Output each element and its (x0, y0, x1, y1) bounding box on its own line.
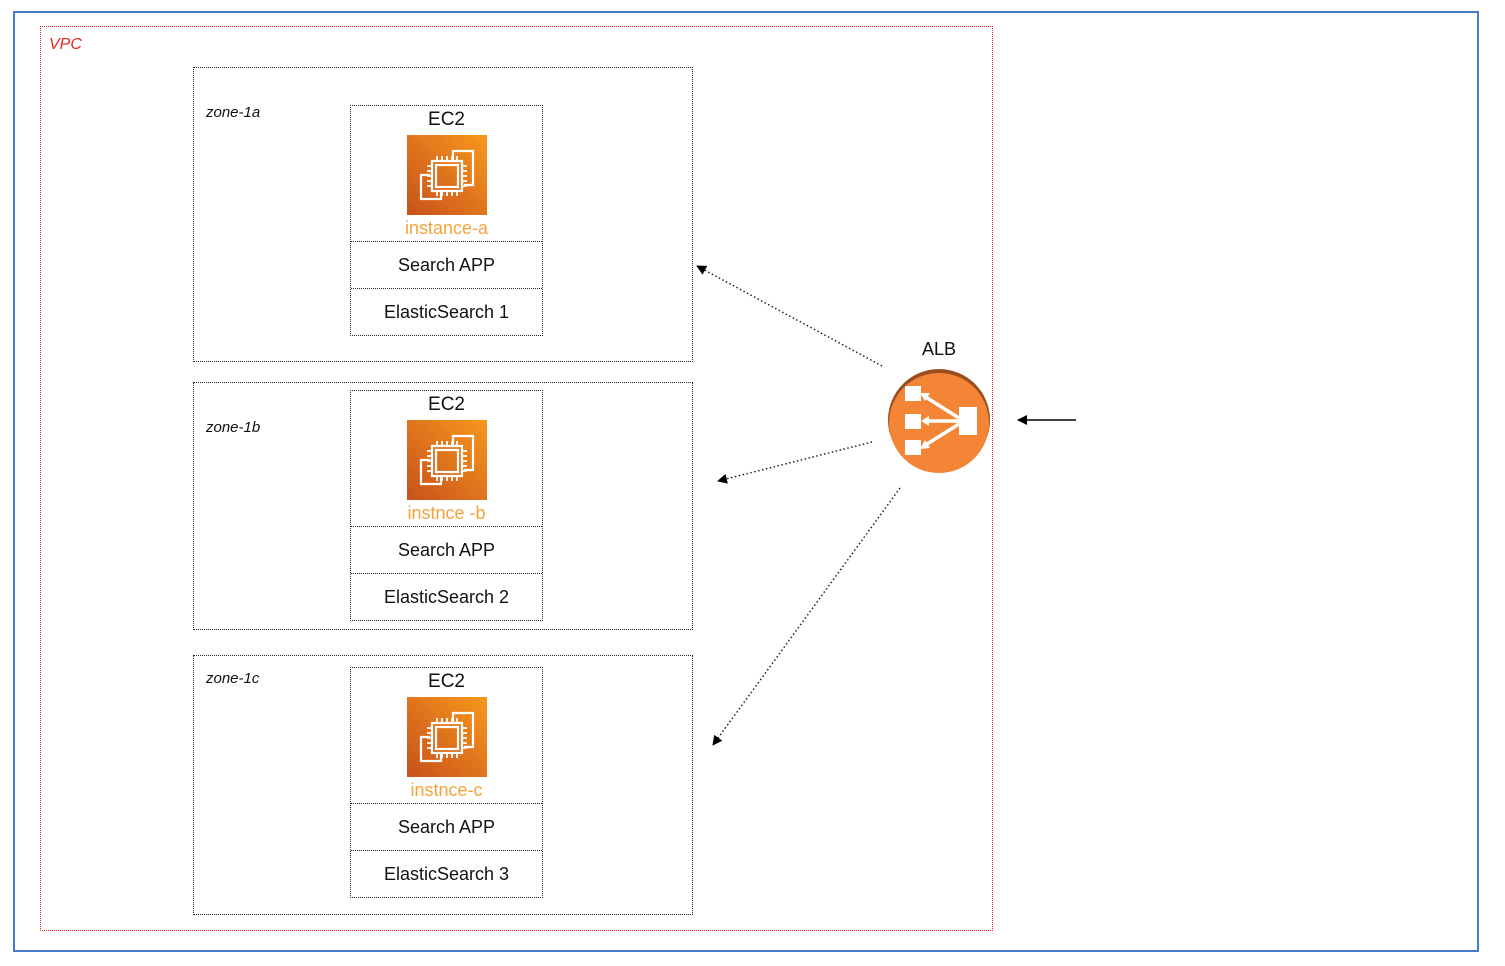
instance-name: instance-a (404, 218, 489, 238)
ec2-title: EC2 (428, 671, 465, 692)
zone-label: zone-1b (206, 419, 261, 436)
arrow-to-zone-1c (712, 487, 901, 746)
ec2-title: EC2 (428, 394, 465, 415)
diagram-frame (13, 11, 1479, 952)
zone-1a: zone-1a EC2 instance-a Search APP Elasti… (193, 67, 693, 362)
alb-label: ALB (922, 339, 957, 359)
search-app-layer: Search APP (351, 241, 542, 288)
instance-name: instnce-c (410, 780, 483, 800)
zone-1b: zone-1b EC2 instnce -b Search APP Elasti… (193, 382, 693, 630)
zone-1c: zone-1c EC2 instnce-c Search APP Elastic… (193, 655, 693, 915)
arrow-to-zone-1a (696, 265, 883, 367)
search-app-layer: Search APP (351, 803, 542, 850)
zone-label: zone-1a (206, 104, 261, 121)
ec2-instance-b[interactable]: EC2 instnce -b Search APP ElasticSearch … (350, 390, 543, 621)
instance-name: instnce -b (407, 503, 486, 523)
arrow-to-zone-1b (717, 441, 873, 484)
load-balancer-icon[interactable] (886, 366, 992, 474)
ec2-instance-a[interactable]: EC2 instance-a Search APP ElasticSearch … (350, 105, 543, 336)
vpc-label: VPC (49, 36, 82, 53)
search-app-layer: Search APP (351, 526, 542, 573)
zone-label: zone-1c (206, 670, 260, 687)
vpc-boundary (40, 26, 993, 931)
elasticsearch-layer: ElasticSearch 1 (351, 288, 542, 335)
ec2-instance-c[interactable]: EC2 instnce-c Search APP ElasticSearch 3 (350, 667, 543, 898)
ec2-title: EC2 (428, 109, 465, 130)
elasticsearch-layer: ElasticSearch 3 (351, 850, 542, 897)
elasticsearch-layer: ElasticSearch 2 (351, 573, 542, 620)
